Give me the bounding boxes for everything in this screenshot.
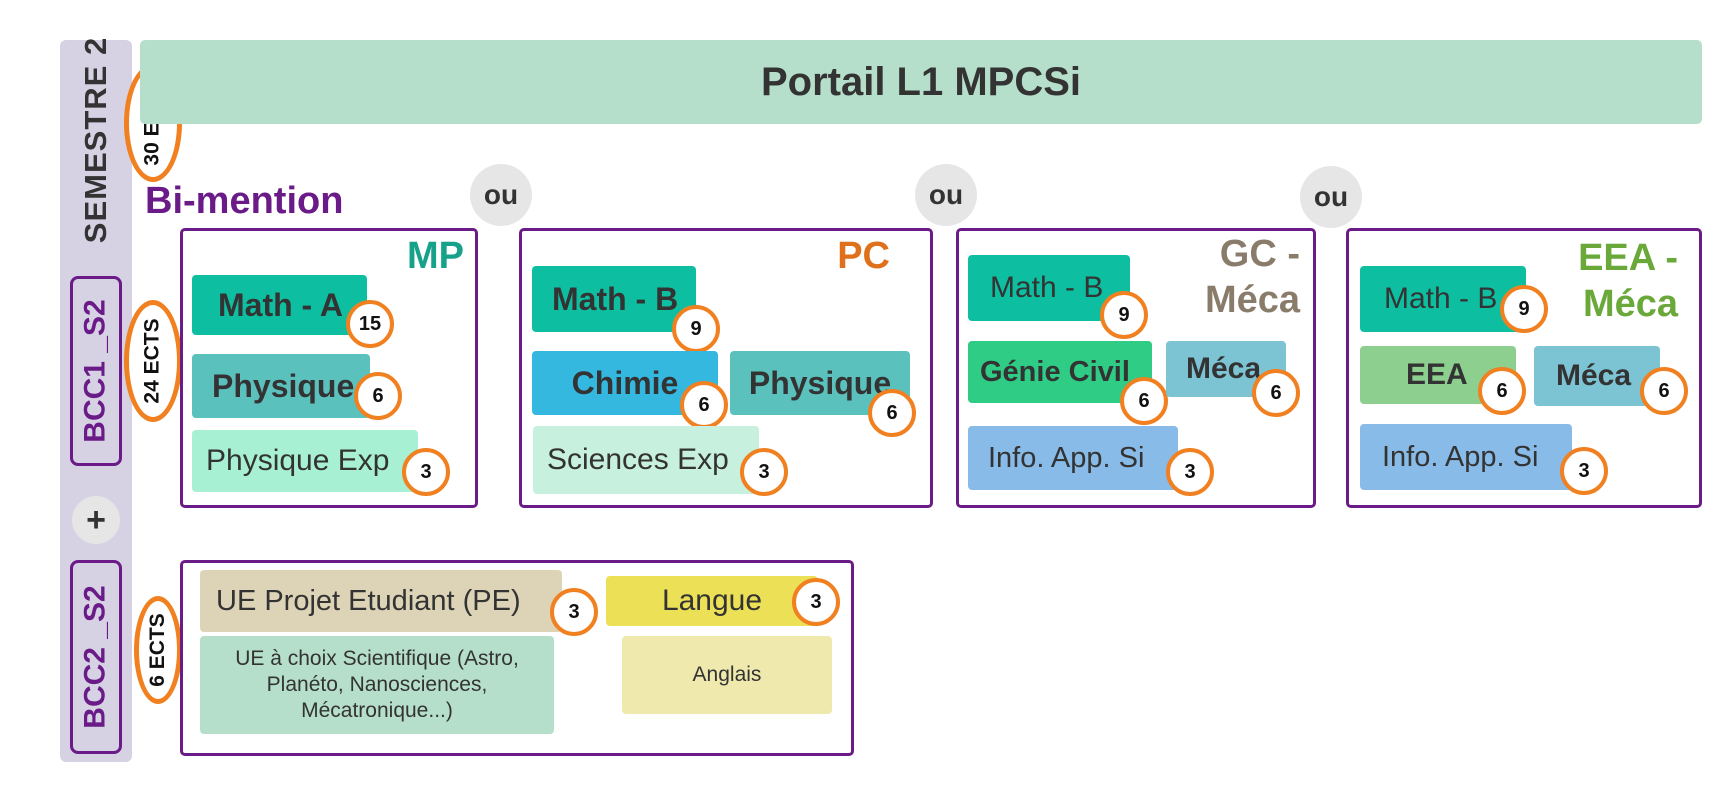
- ue-info-app-si: Info. App. Si: [968, 426, 1178, 490]
- panel-title-line: GC -: [1219, 233, 1300, 275]
- panel-title-line: EEA -: [1578, 237, 1678, 279]
- ou-connector-2: ou: [915, 164, 977, 226]
- panel-pc-title: PC: [837, 235, 890, 277]
- ects-badge: 6: [1478, 367, 1526, 415]
- ue-sciences-exp: Sciences Exp: [533, 426, 759, 494]
- ou-connector-1: ou: [470, 164, 532, 226]
- ue-physique: Physique: [192, 354, 370, 418]
- ects-badge: 3: [792, 578, 840, 626]
- bcc1-label: BCC1 _S2: [70, 276, 122, 466]
- ects-badge: 6: [680, 381, 728, 429]
- ue-physique-exp: Physique Exp: [192, 430, 418, 492]
- ects-badge: 3: [402, 448, 450, 496]
- ue-math-b: Math - B: [1360, 266, 1526, 332]
- plus-connector: +: [72, 496, 120, 544]
- ects-badge: 6: [1120, 377, 1168, 425]
- ects-badge: 6: [868, 389, 916, 437]
- panel-title-line: Méca: [1204, 278, 1300, 321]
- bcc2-ects-badge: 6 ECTS: [134, 596, 182, 704]
- ects-badge: 6: [354, 372, 402, 420]
- ects-badge: 15: [346, 300, 394, 348]
- ects-badge: 6: [1640, 367, 1688, 415]
- ects-badge: 3: [740, 448, 788, 496]
- ue-anglais: Anglais: [622, 636, 832, 714]
- ou-connector-3: ou: [1300, 166, 1362, 228]
- ue-meca: Méca: [1534, 346, 1660, 406]
- ects-badge: 9: [1100, 291, 1148, 339]
- bimention-label: Bi-mention: [145, 180, 344, 222]
- ects-badge: 3: [1560, 447, 1608, 495]
- ue-math-a: Math - A: [192, 275, 367, 335]
- bcc2-label: BCC2 _S2: [70, 560, 122, 754]
- panel-eea-meca-title: EEA - Méca: [1550, 236, 1678, 327]
- panel-gc-meca-title: GC - Méca: [1160, 232, 1300, 323]
- ue-info-app-si: Info. App. Si: [1360, 424, 1572, 490]
- semester-label: SEMESTRE 2: [78, 36, 114, 244]
- ue-math-b: Math - B: [968, 255, 1130, 321]
- page-title: Portail L1 MPCSi: [140, 40, 1702, 124]
- panel-mp-title: MP: [407, 235, 464, 277]
- ects-badge: 9: [672, 305, 720, 353]
- ects-badge: 9: [1500, 285, 1548, 333]
- ects-badge: 3: [1166, 448, 1214, 496]
- bcc1-ects-badge: 24 ECTS: [124, 300, 182, 422]
- panel-title-line: Méca: [1582, 282, 1678, 325]
- ects-badge: 6: [1252, 369, 1300, 417]
- ects-badge: 3: [550, 588, 598, 636]
- ue-projet-etudiant: UE Projet Etudiant (PE): [200, 570, 562, 632]
- ue-langue: Langue: [606, 576, 818, 626]
- ue-math-b: Math - B: [532, 266, 696, 332]
- ue-choix-scientifique: UE à choix Scientifique (Astro, Planéto,…: [200, 636, 554, 734]
- ue-meca: Méca: [1166, 341, 1286, 397]
